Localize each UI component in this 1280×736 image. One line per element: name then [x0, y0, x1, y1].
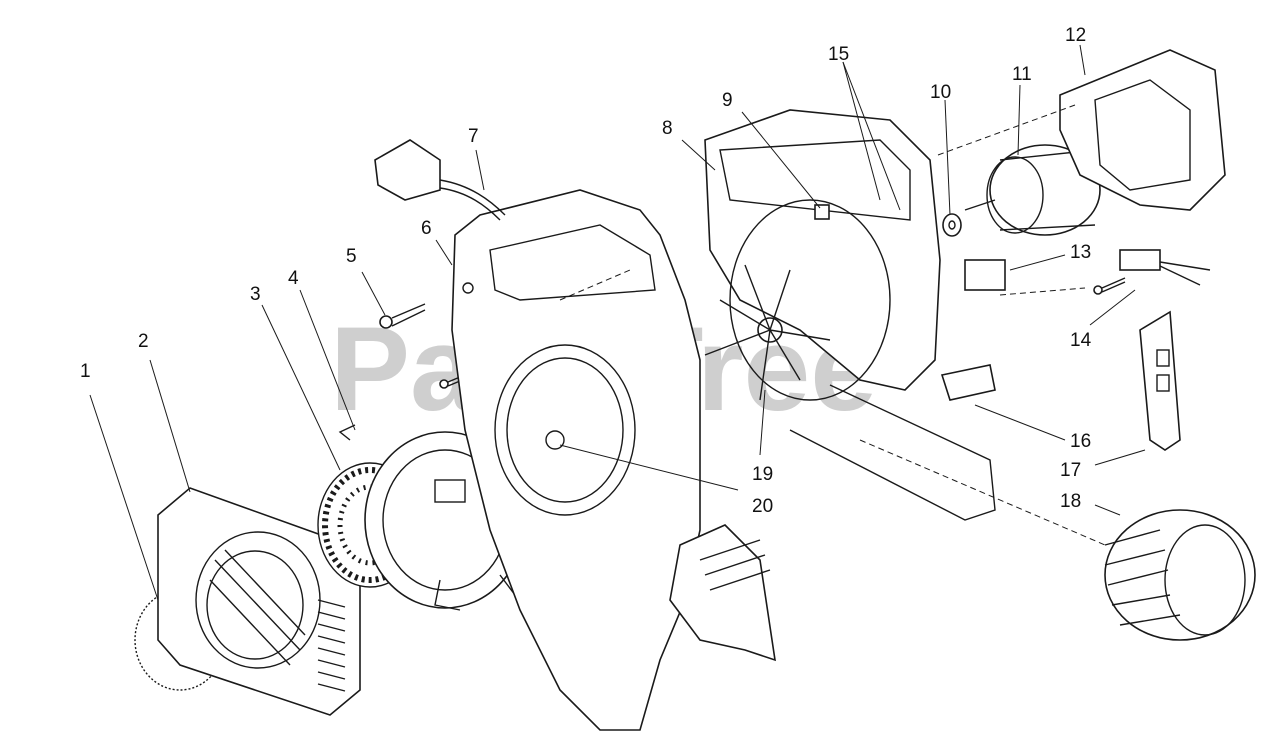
callout-6: 6 — [421, 218, 432, 239]
callout-8: 8 — [662, 118, 673, 139]
callout-7: 7 — [468, 126, 479, 147]
part-16-switch — [940, 364, 996, 401]
part-7-power-cord — [374, 139, 506, 221]
part-8-rear-housing — [704, 109, 996, 521]
part-18-nozzle-tip — [1104, 509, 1256, 641]
callout-16: 16 — [1070, 431, 1091, 452]
part-11-motor — [964, 144, 1101, 236]
part-5-screw — [379, 303, 426, 329]
callout-15: 15 — [828, 44, 849, 65]
callout-13: 13 — [1070, 242, 1091, 263]
callout-11: 11 — [1012, 64, 1032, 85]
callout-17: 17 — [1060, 460, 1081, 481]
part-6-housing — [451, 189, 701, 731]
part-9-switch — [814, 204, 830, 220]
callout-5: 5 — [346, 246, 357, 267]
part-10-washer — [942, 213, 962, 237]
callout-10: 10 — [930, 82, 951, 103]
part-14-screw — [1093, 277, 1126, 295]
callout-4: 4 — [288, 268, 299, 289]
callout-18: 18 — [1060, 491, 1081, 512]
callout-labels: 1 2 3 4 5 6 7 8 9 10 11 12 13 14 15 16 1… — [80, 25, 1092, 517]
callout-9: 9 — [722, 90, 733, 111]
assembly-lines — [559, 104, 1106, 546]
callout-1: 1 — [80, 361, 91, 382]
part-13-connector — [964, 249, 1211, 291]
part-19-impeller — [704, 199, 891, 401]
housing-outlet-tube — [669, 524, 776, 662]
callout-20: 20 — [752, 496, 773, 517]
callout-12: 12 — [1065, 25, 1086, 46]
part-2-intake-cover — [157, 487, 361, 716]
callout-14: 14 — [1070, 330, 1092, 351]
callout-19: 19 — [752, 464, 773, 485]
part-12-motor-cover — [1059, 49, 1226, 211]
part-17-clip — [1139, 310, 1181, 451]
callout-3: 3 — [250, 284, 261, 305]
leader-lines — [89, 44, 1146, 601]
callout-2: 2 — [138, 331, 149, 352]
